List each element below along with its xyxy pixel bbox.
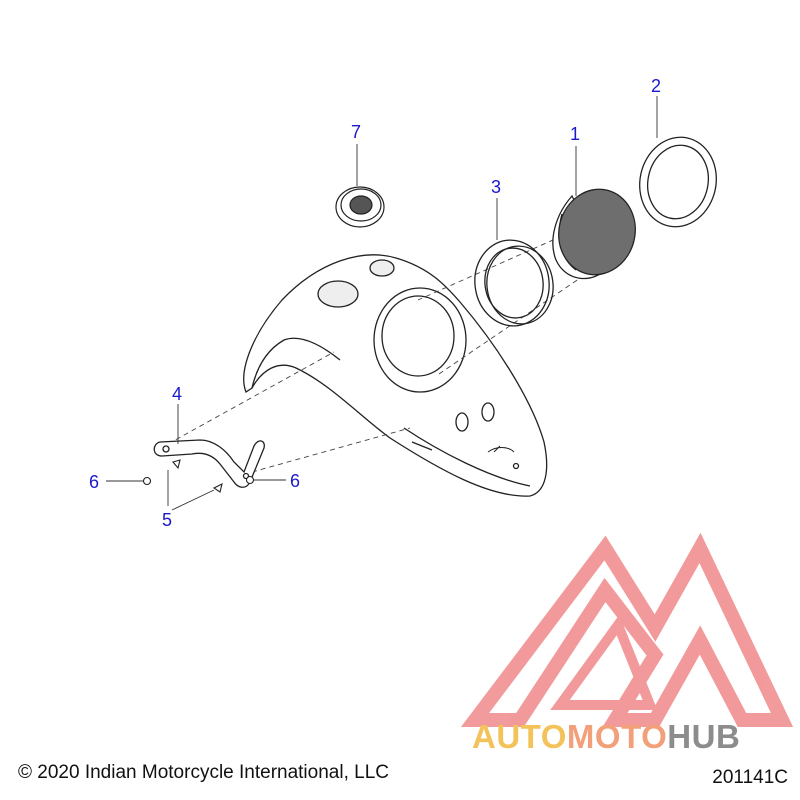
watermark-inner-triangle [550,614,658,710]
part-4-bracket [153,439,265,488]
fasteners [142,459,255,493]
part-5-screw-a [172,459,181,470]
gauge-lens [558,188,636,276]
part-1-gauge [552,188,636,280]
watermark-word-hub: HUB [667,718,741,755]
leader-lines [106,96,658,511]
callout-6-right: 6 [290,471,300,491]
bezel-outer [474,239,550,327]
fairing-slot [411,441,433,451]
part-3-bezel [474,239,554,327]
fairing-indicator-left [455,412,469,432]
fairing-lower-rim [403,427,531,487]
fairing-script-badge [487,445,515,453]
bezel-depth [486,245,554,325]
part-5-screw-b [212,482,223,493]
assembly-line-4 [251,427,411,473]
watermark-word-auto: AUTO [472,718,567,755]
drawing-number: 201141C [712,767,788,788]
leader-5b [171,489,215,511]
fairing-gauge-opening [381,295,455,377]
callout-7: 7 [351,122,361,142]
part-2-trim-ring [639,136,717,228]
callout-3: 3 [491,177,501,197]
fairing-bolt-hole [512,462,520,470]
copyright-notice: © 2020 Indian Motorcycle International, … [18,762,389,783]
callout-2: 2 [651,76,661,96]
callout-6-left: 6 [89,472,99,492]
part-6-nut-left [142,476,152,486]
bezel-inner [484,247,544,319]
fairing-lamp-hole-left [317,280,359,308]
trim-ring-inner [647,144,709,220]
watermark-wordmark: AUTOMOTOHUB [472,718,740,756]
watermark-logo [460,532,794,727]
callout-5: 5 [162,510,172,530]
headlight-fairing [243,254,548,497]
bracket-hole-left [162,445,170,453]
callout-4: 4 [172,384,182,404]
trim-ring-outer [639,136,717,228]
bracket-hole-right [242,472,250,480]
part-7-medallion [335,186,385,228]
fairing-gauge-recess [373,287,467,393]
fairing-indicator-right [481,402,495,422]
fairing-inner-edge [251,337,341,389]
fairing-lamp-hole-small [369,259,395,277]
watermark-m-shape [460,532,794,727]
bracket-outline [153,439,265,488]
medallion-face [340,188,382,222]
part-6-nut-right [245,475,255,485]
fairing-outline [243,254,548,497]
medallion-emblem [349,195,373,215]
callout-1: 1 [570,124,580,144]
assembly-line-3 [167,351,335,445]
watermark-word-moto: MOTO [566,718,668,755]
callout-labels: 1 2 3 4 5 6 6 7 [89,76,661,530]
